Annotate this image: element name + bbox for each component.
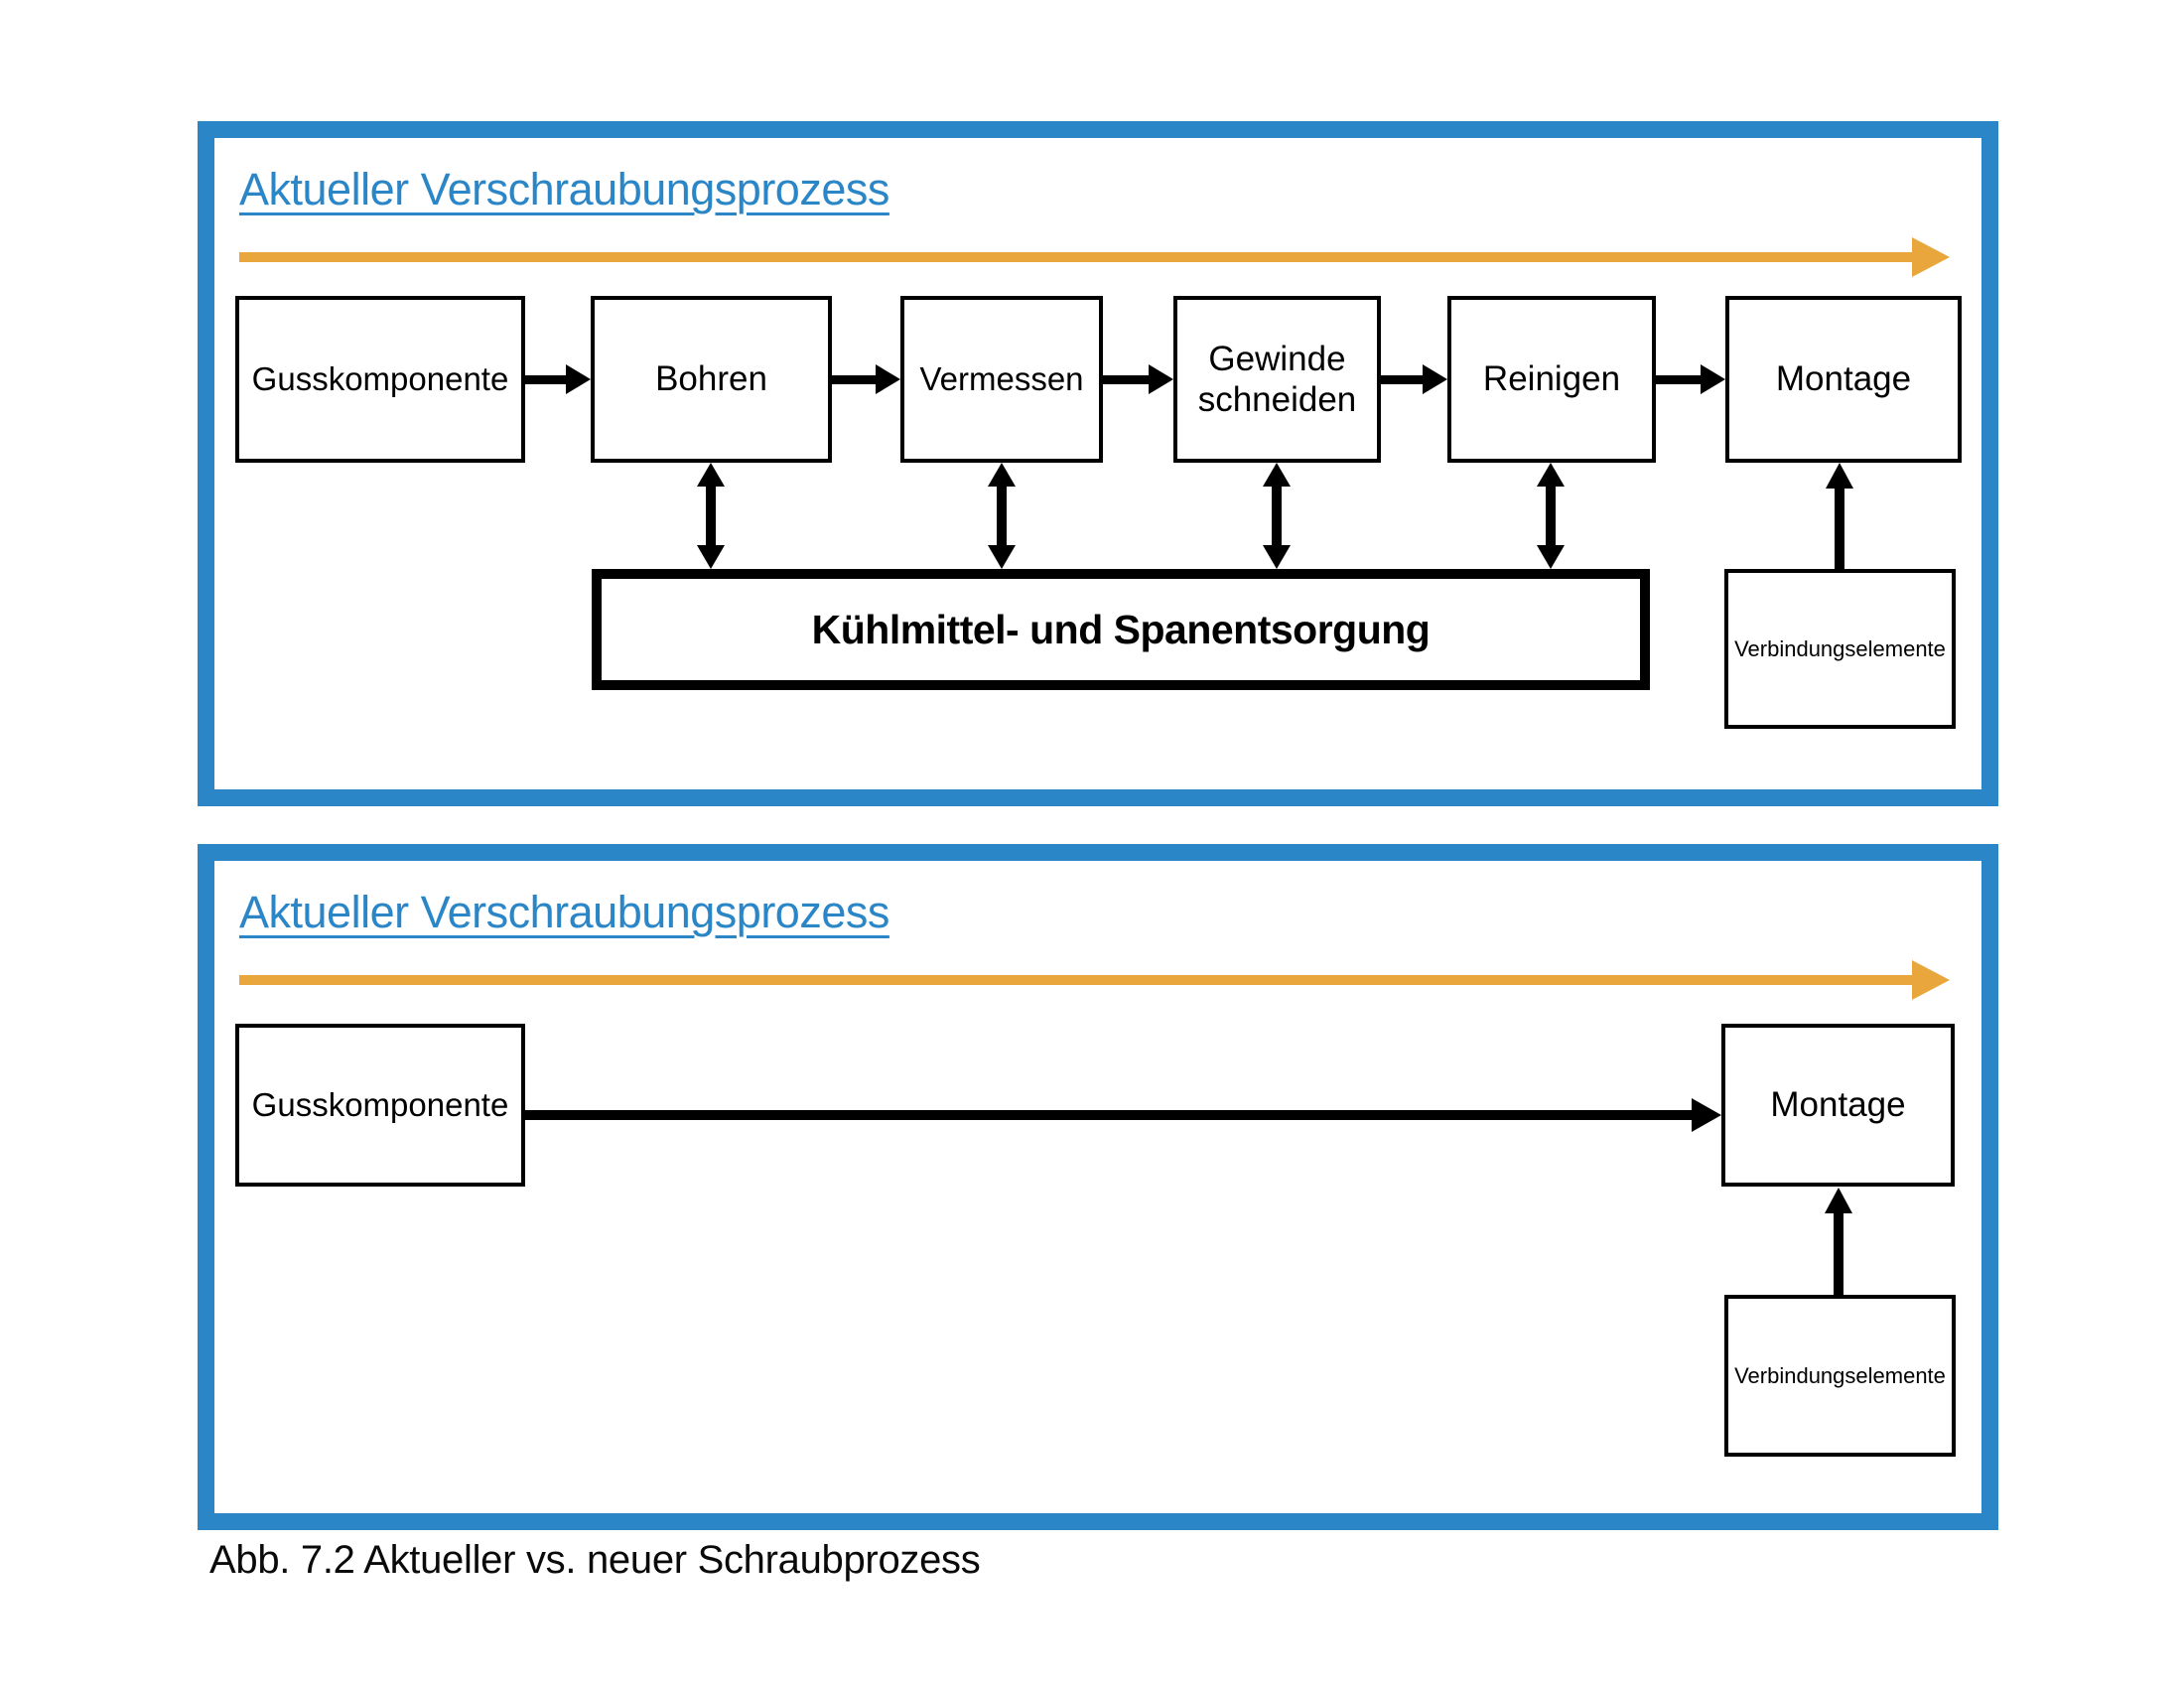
double-arrow-icon (1263, 463, 1291, 569)
fasteners-box-label: Verbindungselemente (1734, 1362, 1946, 1388)
process-box-reinigen: Reinigen (1447, 296, 1656, 463)
up-arrow-icon (1826, 463, 1853, 569)
flow-arrow-icon (525, 1098, 1721, 1132)
panel2-title: Aktueller Verschraubungsprozess (239, 887, 889, 937)
process-direction-arrow (239, 237, 1950, 277)
process-box-bohren: Bohren (591, 296, 832, 463)
new-process-panel: Aktueller Verschraubungsprozess Gusskomp… (198, 844, 1998, 1530)
double-arrow-icon (697, 463, 725, 569)
process-box-label: Gusskomponente (251, 1085, 509, 1123)
process-box-label: Bohren (655, 359, 767, 399)
fasteners-box: Verbindungselemente (1724, 569, 1956, 729)
flow-arrow-icon (832, 364, 900, 394)
process-box-label: Gusskomponente (251, 359, 509, 397)
process-box-label: Montage (1775, 359, 1912, 399)
up-arrow-icon (1825, 1188, 1852, 1295)
arrow-head-icon (1912, 960, 1950, 1000)
flow-arrow-icon (1103, 364, 1173, 394)
flow-arrow-icon (1656, 364, 1725, 394)
arrow-shaft (239, 252, 1912, 262)
process-box-montage: Montage (1721, 1024, 1955, 1187)
flow-arrow-icon (1381, 364, 1447, 394)
process-direction-arrow (239, 960, 1950, 1000)
process-box-gewinde-schneiden: Gewinde schneiden (1173, 296, 1381, 463)
fasteners-box-label: Verbindungselemente (1734, 635, 1946, 661)
current-process-panel: Aktueller Verschraubungsprozess Gusskomp… (198, 121, 1998, 806)
arrow-head-icon (1912, 237, 1950, 277)
coolant-box-label: Kühlmittel- und Spanentsorgung (811, 606, 1431, 652)
process-box-label: Montage (1770, 1085, 1906, 1125)
process-box-label: Gewinde schneiden (1197, 339, 1357, 419)
fasteners-box: Verbindungselemente (1724, 1295, 1956, 1457)
double-arrow-icon (988, 463, 1016, 569)
flow-arrow-icon (525, 364, 591, 394)
process-box-label: Vermessen (919, 359, 1084, 397)
figure-caption: Abb. 7.2 Aktueller vs. neuer Schraubproz… (209, 1538, 981, 1582)
process-box-gusskomponente: Gusskomponente (235, 1024, 525, 1187)
process-box-label: Reinigen (1482, 359, 1621, 399)
process-box-vermessen: Vermessen (900, 296, 1103, 463)
process-box-montage: Montage (1725, 296, 1962, 463)
arrow-shaft (239, 975, 1912, 985)
double-arrow-icon (1537, 463, 1565, 569)
panel1-title: Aktueller Verschraubungsprozess (239, 164, 889, 214)
process-box-gusskomponente: Gusskomponente (235, 296, 525, 463)
coolant-chip-disposal-box: Kühlmittel- und Spanentsorgung (592, 569, 1650, 690)
